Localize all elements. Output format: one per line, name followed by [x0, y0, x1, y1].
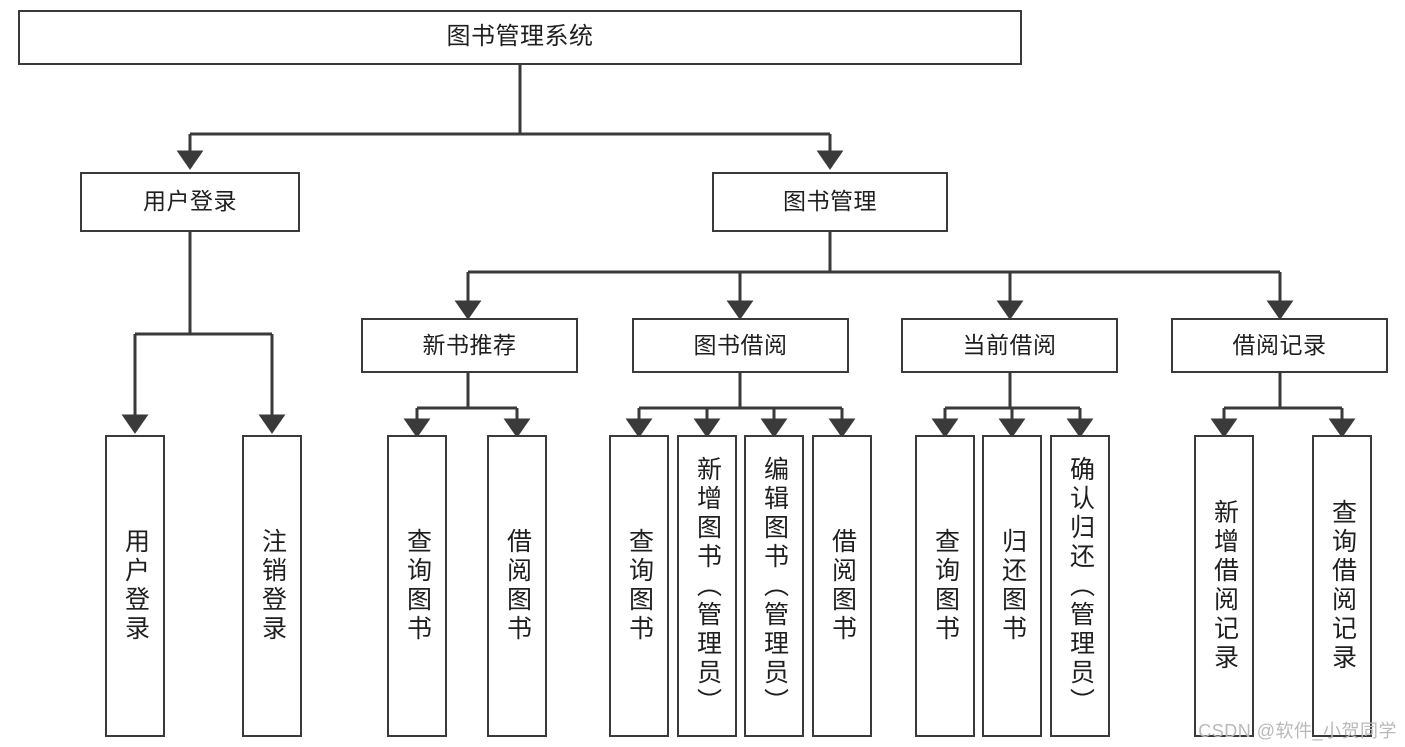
- node-label: 查询图书: [403, 528, 432, 644]
- node-borrow-record[interactable]: 借阅记录: [1171, 318, 1388, 373]
- leaf-logout[interactable]: 注销登录: [242, 435, 302, 737]
- node-label: 图书管理系统: [446, 23, 594, 51]
- leaf-confirm-return[interactable]: 确认归还（管理员）: [1050, 435, 1110, 737]
- node-label: 用户登录: [143, 188, 237, 215]
- node-label: 用户登录: [121, 528, 150, 644]
- leaf-add-borrow-record[interactable]: 新增借阅记录: [1194, 435, 1254, 737]
- leaf-borrow-book[interactable]: 借阅图书: [812, 435, 872, 737]
- node-label: 归还图书: [998, 528, 1027, 644]
- watermark-text: CSDN @软件_小贺同学: [1198, 721, 1397, 741]
- node-label: 借阅图书: [828, 528, 857, 644]
- leaf-edit-book[interactable]: 编辑图书（管理员）: [744, 435, 804, 737]
- node-book-manage[interactable]: 图书管理: [712, 172, 948, 232]
- node-label: 查询图书: [931, 528, 960, 644]
- leaf-query-book-borrow[interactable]: 查询图书: [609, 435, 669, 737]
- node-user-login[interactable]: 用户登录: [80, 172, 300, 232]
- leaf-query-book-current[interactable]: 查询图书: [915, 435, 975, 737]
- leaf-user-login[interactable]: 用户登录: [105, 435, 165, 737]
- node-label: 借阅图书: [503, 528, 532, 644]
- node-book-borrow[interactable]: 图书借阅: [632, 318, 849, 373]
- node-label: 查询借阅记录: [1328, 499, 1357, 673]
- leaf-borrow-book-recommend[interactable]: 借阅图书: [487, 435, 547, 737]
- node-label: 新增借阅记录: [1210, 499, 1239, 673]
- node-new-book-recommend[interactable]: 新书推荐: [361, 318, 578, 373]
- node-label: 新书推荐: [422, 331, 517, 358]
- node-label: 图书管理: [783, 188, 877, 215]
- node-current-borrow[interactable]: 当前借阅: [901, 318, 1118, 373]
- leaf-add-book[interactable]: 新增图书（管理员）: [677, 435, 737, 737]
- leaf-return-book[interactable]: 归还图书: [982, 435, 1042, 737]
- node-label: 注销登录: [258, 528, 287, 644]
- node-label: 新增图书（管理员）: [693, 455, 722, 717]
- node-label: 借阅记录: [1232, 331, 1327, 358]
- leaf-query-book-recommend[interactable]: 查询图书: [387, 435, 447, 737]
- node-label: 查询图书: [625, 528, 654, 644]
- leaf-query-borrow-record[interactable]: 查询借阅记录: [1312, 435, 1372, 737]
- node-label: 确认归还（管理员）: [1066, 455, 1095, 717]
- node-label: 图书借阅: [693, 331, 788, 358]
- node-label: 当前借阅: [962, 331, 1057, 358]
- node-label: 编辑图书（管理员）: [760, 455, 789, 717]
- node-root-system[interactable]: 图书管理系统: [18, 10, 1022, 65]
